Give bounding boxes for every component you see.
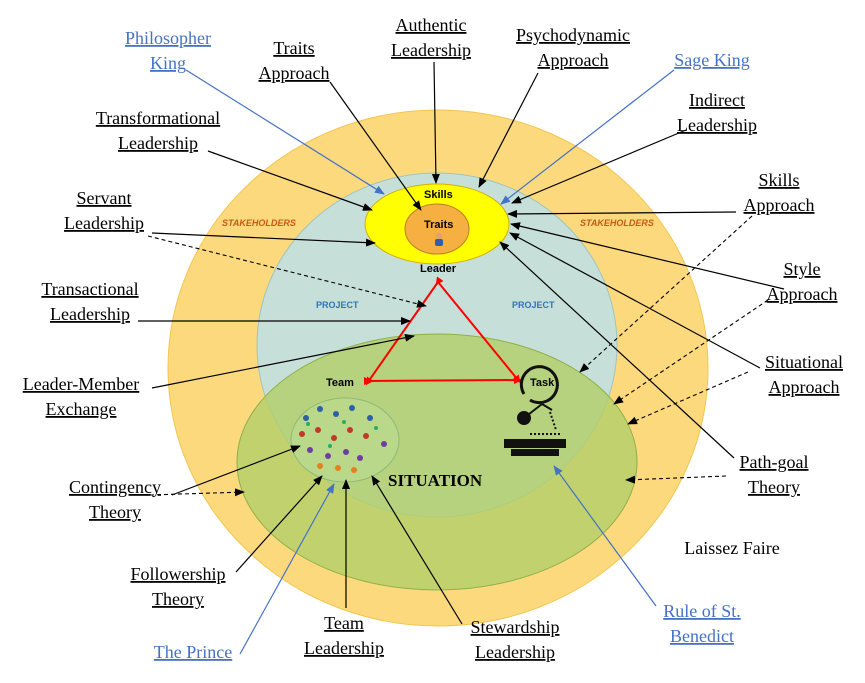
team-people-icon xyxy=(299,405,387,473)
arrow-followership xyxy=(235,475,323,573)
arrow-transformational xyxy=(207,150,373,211)
project-right-label: PROJECT xyxy=(512,300,555,310)
arrow-sage-king xyxy=(500,69,675,205)
arrow-skills-approach xyxy=(507,209,737,218)
leader-label: Leader xyxy=(420,263,457,275)
arrow-philosopher-king xyxy=(185,69,385,195)
arrow-stewardship xyxy=(371,475,463,625)
arrow-indirect xyxy=(511,129,687,204)
arrow-contingency xyxy=(171,445,301,496)
leader-team-task-triangle xyxy=(363,276,522,386)
project-left-label: PROJECT xyxy=(316,300,359,310)
team-circle xyxy=(290,397,400,483)
leader-person-icon xyxy=(435,232,443,246)
arrow-rule-benedict xyxy=(553,465,657,607)
arrow-psychodynamic xyxy=(478,72,539,188)
arrow-the-prince xyxy=(239,483,335,655)
team-label: Team xyxy=(326,377,354,389)
dashed-arrow-path-goal xyxy=(625,475,727,484)
arrow-situational xyxy=(509,232,761,369)
arrow-traits-approach xyxy=(329,81,422,211)
label-sage-king: Sage King xyxy=(674,50,750,70)
stakeholders-left-label: STAKEHOLDERS xyxy=(222,218,296,228)
stakeholders-right-label: STAKEHOLDERS xyxy=(580,218,654,228)
arrow-path-goal xyxy=(499,241,735,459)
arrow-style-approach xyxy=(510,222,785,290)
situation-label: SITUATION xyxy=(388,471,483,490)
label-laissez-faire: Laissez Faire xyxy=(684,538,779,558)
dashed-arrow-servant xyxy=(147,235,427,308)
traits-label: Traits xyxy=(424,219,453,231)
skills-label: Skills xyxy=(424,189,453,201)
traits-ellipse xyxy=(404,203,470,255)
robot-arm-icon xyxy=(504,365,566,456)
dashed-arrow-style xyxy=(613,299,769,405)
dashed-arrow-contingency xyxy=(149,488,245,497)
label-the-prince: The Prince xyxy=(154,642,232,662)
arrow-lmx xyxy=(151,333,415,389)
dashed-arrow-skills xyxy=(579,215,753,373)
arrow-servant xyxy=(151,232,376,247)
label-rule-of-st-benedict: Rule of St.Benedict xyxy=(663,601,741,646)
arrow-authentic xyxy=(431,61,440,184)
dashed-arrow-situational xyxy=(627,371,749,425)
task-label: Task xyxy=(530,377,555,389)
